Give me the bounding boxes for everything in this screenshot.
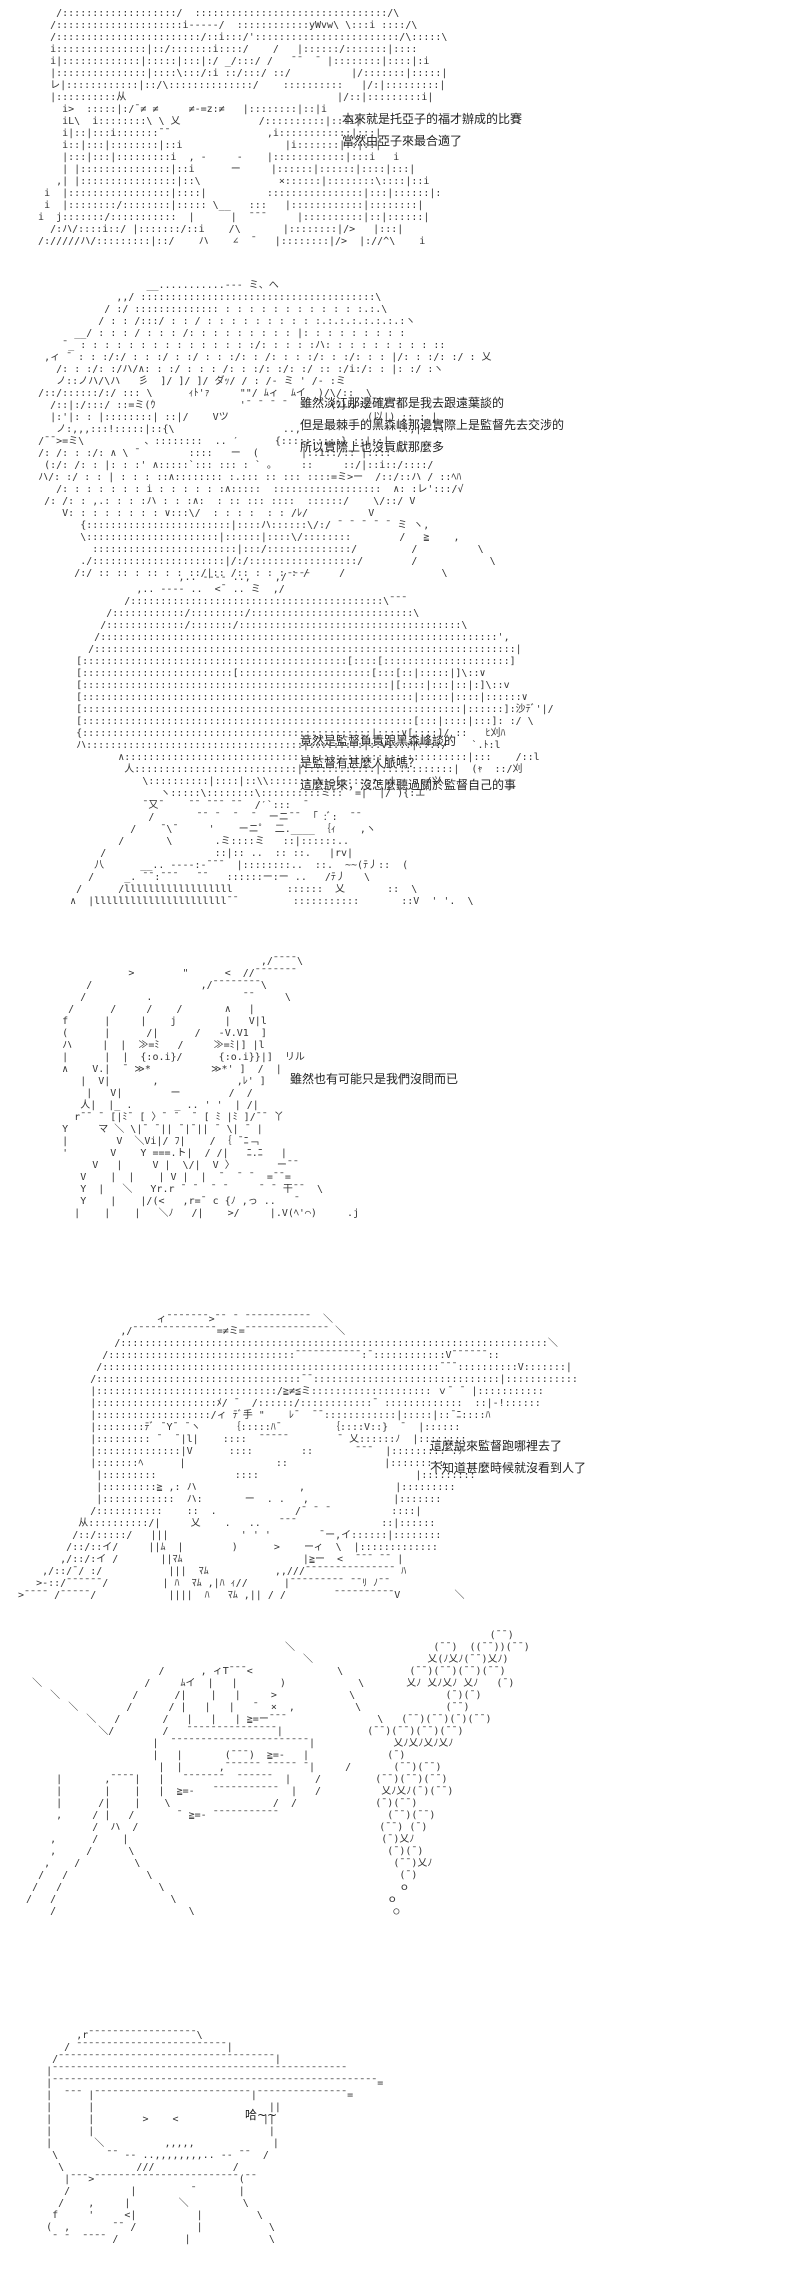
panel-1-line: 本來就是托亞子的福才辦成的比賽 (342, 112, 523, 126)
girl-short-hair-aa: ,.. ---- .., ,/¯¯¯¯ ,.. ---- .. <¯ .. ミ … (70, 572, 554, 907)
panel-1-dialogue: 本來就是托亞子的福才辦成的比賽 當然由亞子來最合適了 (342, 108, 522, 152)
panel-4-line: 雖然也有可能只是我們沒問而已 (290, 1072, 459, 1086)
girl-side-tail-aa: __...........--- ミ、へ ,,/ :::::::::::::::… (38, 280, 496, 579)
panel-2: __...........--- ミ、へ ,,/ :::::::::::::::… (0, 280, 800, 579)
panel-6: (¯¯) ＼ (¯¯) ((¯¯))(¯¯) ＼ 乂(ﾉ乂ﾉ(¯¯)乂ﾉ) / (0, 1620, 800, 2020)
figure-with-flowers-aa: (¯¯) ＼ (¯¯) ((¯¯))(¯¯) ＼ 乂(ﾉ乂ﾉ(¯¯)乂ﾉ) / (26, 1630, 530, 1917)
panel-3-dialogue: 竟然是監督負責跟黑森峰談的 是監督有甚麼人脈嗎？ 這麼說來，沒怎麼聽過關於監督自… (300, 730, 516, 796)
panel-5: ィ¯¯¯¯¯¯¯>¯¯ ¯ ¯¯¯¯¯¯¯¯¯¯¯ ＼ ,/¯¯¯¯¯¯¯¯¯¯… (0, 1280, 800, 1620)
panel-5-dialogue: 這麼說來監督跑哪裡去了 不知道甚麼時候就沒看到人了 (430, 1435, 586, 1479)
panel-3-line: 這麼說來，沒怎麼聽過關於監督自己的事 (300, 778, 517, 792)
panel-7: ,r¯¯¯¯¯¯¯¯¯¯¯¯¯¯¯¯¯¯\ / ¯¯¯¯¯¯¯¯¯¯¯¯¯¯¯¯… (0, 2020, 800, 2274)
girl-with-ribbon-aa: ,/¯¯¯¯\ > " < //¯¯¯¯¯¯¯ / ,/¯¯¯¯¯¯¯¯\ / … (62, 956, 360, 1219)
girl-flowing-hair-aa: ィ¯¯¯¯¯¯¯>¯¯ ¯ ¯¯¯¯¯¯¯¯¯¯¯ ＼ ,/¯¯¯¯¯¯¯¯¯¯… (18, 1314, 578, 1601)
panel-2-line: 雖然淡江那邊確實都是我去跟遠葉談的 (300, 396, 505, 410)
panel-1-line: 當然由亞子來最合適了 (342, 134, 463, 148)
panel-1: /:::::::::::::::::::/ ::::::::::::::::::… (0, 0, 800, 280)
panel-2-dialogue: 雖然淡江那邊確實都是我去跟遠葉談的 但是最棘手的黑森峰那邊實際上是監督先去交涉的… (300, 392, 564, 458)
panel-2-line: 所以實際上也沒貢獻那麼多 (300, 440, 445, 454)
panel-7-line: 哈~~ (245, 2108, 278, 2122)
panel-3: ,.. ---- .., ,/¯¯¯¯ ,.. ---- .. <¯ .. ミ … (0, 570, 800, 940)
panel-4-dialogue: 雖然也有可能只是我們沒問而已 (290, 1068, 458, 1090)
chibi-sigh-aa: ,r¯¯¯¯¯¯¯¯¯¯¯¯¯¯¯¯¯¯\ / ¯¯¯¯¯¯¯¯¯¯¯¯¯¯¯¯… (46, 2030, 384, 2245)
girl-long-hair-aa: /:::::::::::::::::::/ ::::::::::::::::::… (38, 8, 448, 247)
panel-5-line: 這麼說來監督跑哪裡去了 (430, 1439, 563, 1453)
panel-4: ,/¯¯¯¯\ > " < //¯¯¯¯¯¯¯ / ,/¯¯¯¯¯¯¯¯\ / … (0, 940, 800, 1280)
panel-5-line: 不知道甚麼時候就沒看到人了 (430, 1461, 587, 1475)
panel-3-line: 竟然是監督負責跟黑森峰談的 (300, 734, 457, 748)
panel-2-line: 但是最棘手的黑森峰那邊實際上是監督先去交涉的 (300, 418, 565, 432)
panel-7-dialogue: 哈~~ (245, 2104, 277, 2126)
panel-3-line: 是監督有甚麼人脈嗎？ (300, 756, 421, 770)
